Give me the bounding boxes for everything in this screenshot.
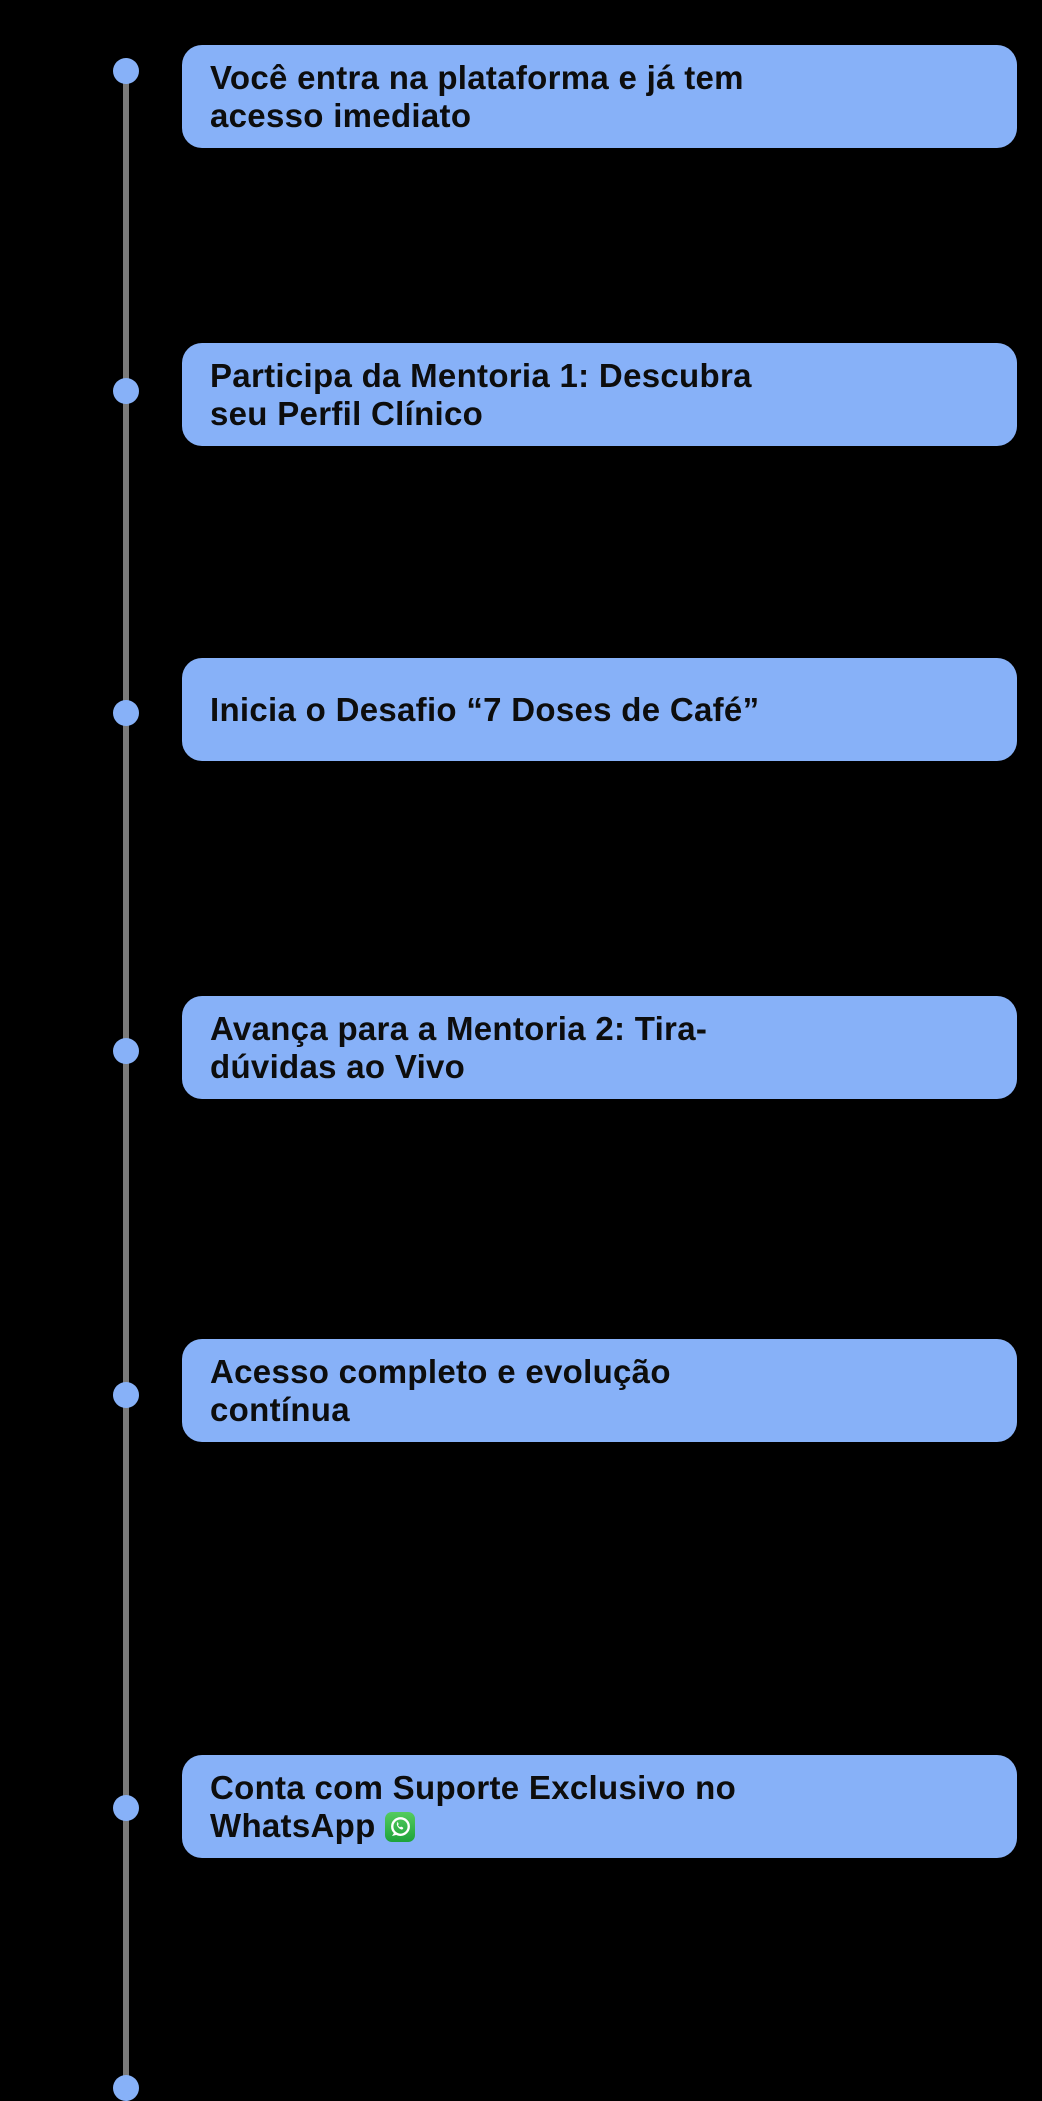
- step-2-line-1: Participa da Mentoria 1: Descubra: [210, 356, 752, 394]
- step-1-line-1: Você entra na plataforma e já tem: [210, 58, 744, 96]
- timeline-step-4: Avança para a Mentoria 2: Tira- dúvidas …: [182, 996, 1017, 1099]
- step-4-line-1: Avança para a Mentoria 2: Tira-: [210, 1009, 708, 1047]
- timeline-dot-end: [113, 2075, 139, 2101]
- timeline-step-6: Conta com Suporte Exclusivo no WhatsApp: [182, 1755, 1017, 1858]
- step-1-line-2: acesso imediato: [210, 96, 472, 134]
- timeline-dot-1: [113, 58, 139, 84]
- timeline-dot-5: [113, 1382, 139, 1408]
- step-6-line-1: Conta com Suporte Exclusivo no: [210, 1768, 737, 1806]
- timeline-line: [123, 71, 129, 2088]
- step-4-line-2: dúvidas ao Vivo: [210, 1047, 466, 1085]
- timeline-dot-4: [113, 1038, 139, 1064]
- step-5-line-1: Acesso completo e evolução: [210, 1352, 671, 1390]
- step-6-line-2-text: WhatsApp: [210, 1806, 376, 1844]
- timeline-step-1: Você entra na plataforma e já tem acesso…: [182, 45, 1017, 148]
- step-6-line-2: WhatsApp: [210, 1807, 997, 1845]
- timeline-step-2: Participa da Mentoria 1: Descubra seu Pe…: [182, 343, 1017, 446]
- timeline-dot-3: [113, 700, 139, 726]
- step-2-line-2: seu Perfil Clínico: [210, 394, 484, 432]
- timeline-step-5: Acesso completo e evolução contínua: [182, 1339, 1017, 1442]
- whatsapp-icon: [384, 1811, 415, 1842]
- timeline-dot-2: [113, 378, 139, 404]
- step-5-line-2: contínua: [210, 1390, 350, 1428]
- timeline-dot-6: [113, 1795, 139, 1821]
- step-3-line-1: Inicia o Desafio “7 Doses de Café”: [210, 690, 760, 728]
- timeline-step-3: Inicia o Desafio “7 Doses de Café”: [182, 658, 1017, 761]
